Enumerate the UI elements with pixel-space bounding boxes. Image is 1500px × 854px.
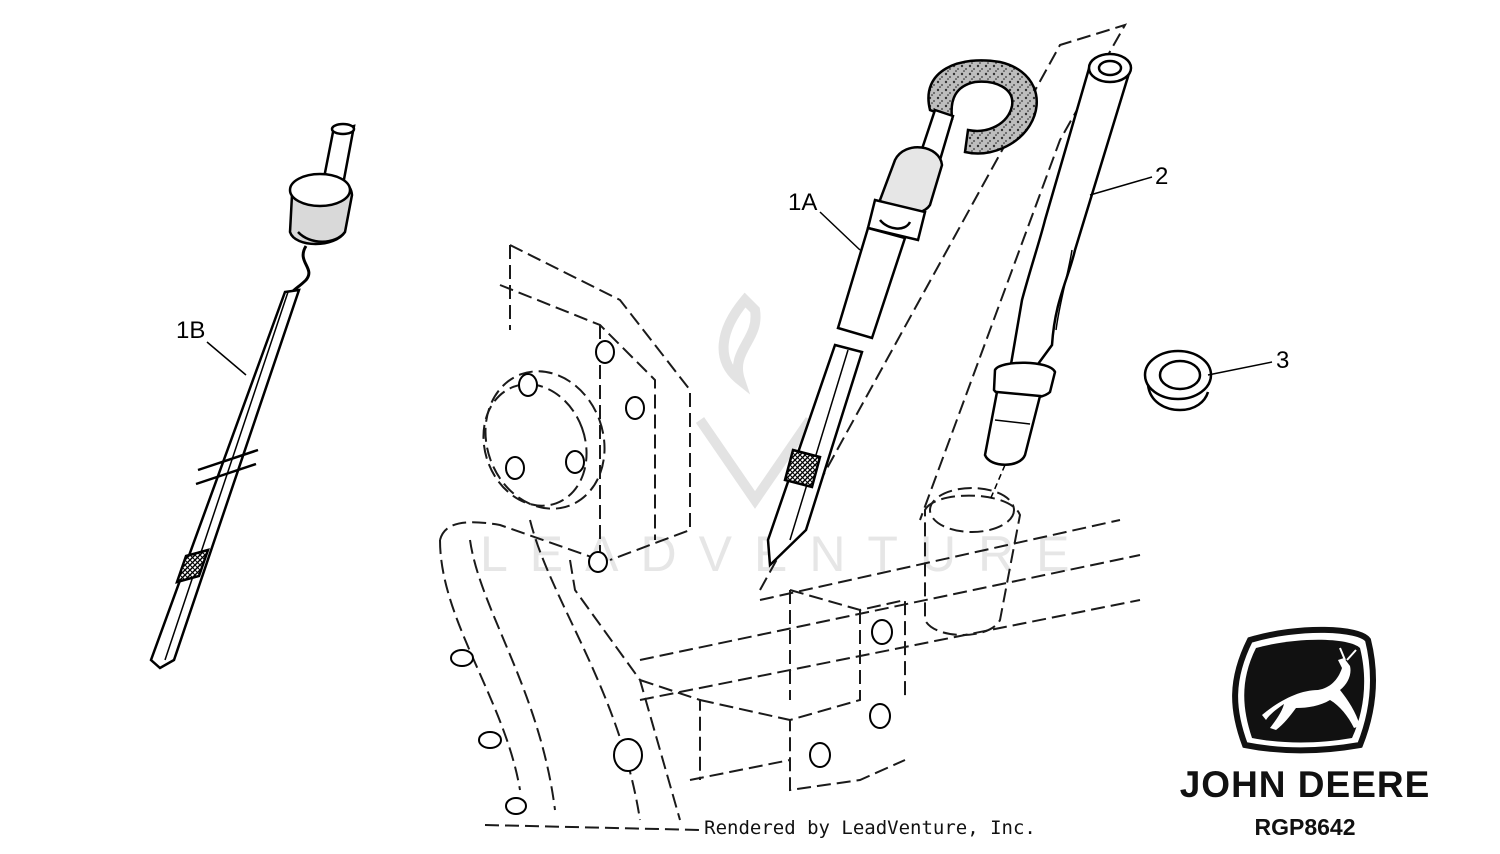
engine-block-phantom bbox=[439, 23, 1141, 831]
plug-3 bbox=[1143, 349, 1213, 412]
engine-bolts bbox=[450, 340, 893, 815]
dipstick-1a bbox=[766, 59, 1038, 568]
diagram-code: RGP8642 bbox=[1254, 814, 1356, 840]
callout-2: 2 bbox=[1155, 163, 1168, 190]
john-deere-logo bbox=[1232, 626, 1377, 754]
dipstick-tube-2 bbox=[983, 52, 1133, 501]
leader-lines bbox=[206, 176, 1273, 376]
dipstick-1b bbox=[149, 122, 356, 670]
callout-1a: 1A bbox=[788, 189, 817, 216]
callout-1b: 1B bbox=[176, 317, 205, 344]
render-credit: Rendered by LeadVenture, Inc. bbox=[704, 817, 1036, 839]
brand-name: JOHN DEERE bbox=[1179, 764, 1431, 805]
callout-3: 3 bbox=[1276, 347, 1289, 374]
watermark-logo bbox=[695, 292, 815, 509]
